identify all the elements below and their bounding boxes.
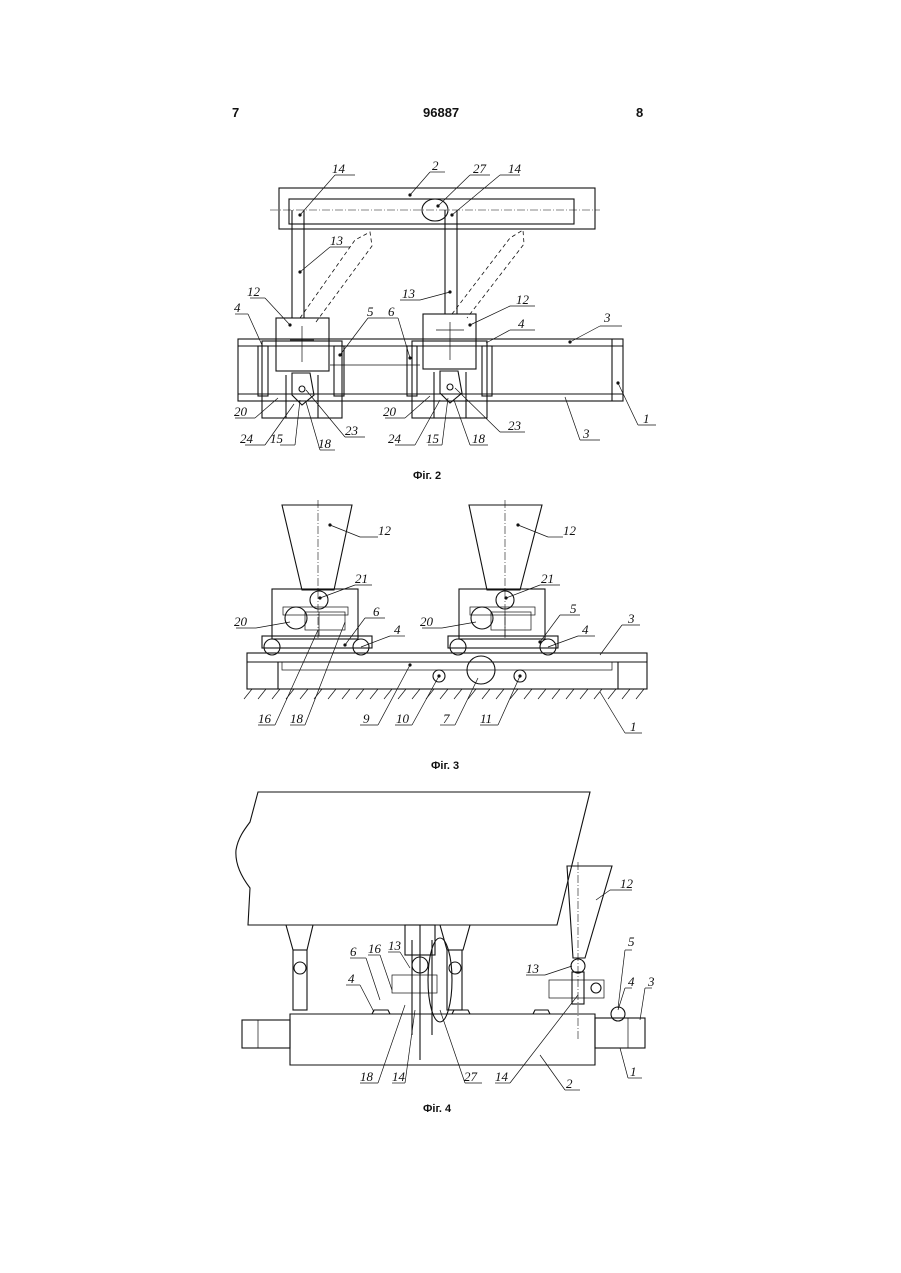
fig4-label-2: 2	[566, 1076, 573, 1091]
fig4-label-4a: 4	[348, 971, 355, 986]
fig4-label-14a: 14	[392, 1069, 406, 1084]
fig2-label-18b: 18	[472, 431, 486, 446]
fig2-label-27: 27	[473, 161, 487, 176]
fig2-label-24a: 24	[240, 431, 254, 446]
fig3-label-10: 10	[396, 711, 410, 726]
figure-4-caption: Фіг. 4	[423, 1103, 451, 1115]
fig2-label-20b: 20	[383, 404, 397, 419]
fig4-label-27: 27	[464, 1069, 478, 1084]
fig3-label-1: 1	[630, 719, 637, 734]
figure-2-drawing	[235, 172, 656, 450]
fig3-label-21b: 21	[541, 571, 554, 586]
fig2-label-4a: 4	[234, 300, 241, 315]
fig3-label-5: 5	[570, 601, 577, 616]
fig2-label-3b: 3	[582, 426, 590, 441]
fig3-label-7: 7	[443, 711, 450, 726]
fig2-label-5: 5	[367, 304, 374, 319]
fig2-label-18a: 18	[318, 436, 332, 451]
fig2-label-13b: 13	[402, 286, 416, 301]
fig2-label-15b: 15	[426, 431, 440, 446]
fig2-label-2: 2	[432, 158, 439, 173]
fig4-label-12: 12	[620, 876, 634, 891]
fig3-label-4b: 4	[582, 622, 589, 637]
fig2-label-24b: 24	[388, 431, 402, 446]
fig3-label-12a: 12	[378, 523, 392, 538]
fig2-label-3a: 3	[603, 310, 611, 325]
fig3-label-11: 11	[480, 711, 492, 726]
fig3-label-9: 9	[363, 711, 370, 726]
fig2-label-20a: 20	[234, 404, 248, 419]
figure-2-caption: Фіг. 2	[413, 470, 441, 482]
fig3-label-16: 16	[258, 711, 272, 726]
fig4-label-1: 1	[630, 1064, 637, 1079]
fig3-label-18: 18	[290, 711, 304, 726]
figure-3-caption: Фіг. 3	[431, 760, 459, 772]
fig3-label-21a: 21	[355, 571, 368, 586]
figure-4-drawing	[236, 792, 652, 1090]
fig4-label-4b: 4	[628, 974, 635, 989]
fig3-label-6: 6	[373, 604, 380, 619]
fig2-label-12b: 12	[516, 292, 530, 307]
fig2-label-23a: 23	[345, 423, 359, 438]
fig2-label-15a: 15	[270, 431, 284, 446]
fig2-label-6: 6	[388, 304, 395, 319]
fig2-label-12a: 12	[247, 284, 261, 299]
fig4-label-16: 16	[368, 941, 382, 956]
fig2-label-13a: 13	[330, 233, 344, 248]
fig4-label-6: 6	[350, 944, 357, 959]
fig3-label-20b: 20	[420, 614, 434, 629]
fig4-label-14b: 14	[495, 1069, 509, 1084]
fig4-label-5: 5	[628, 934, 635, 949]
fig2-label-23b: 23	[508, 418, 522, 433]
fig3-label-12b: 12	[563, 523, 577, 538]
fig2-label-1: 1	[643, 411, 650, 426]
fig3-label-20a: 20	[234, 614, 248, 629]
fig3-label-3: 3	[627, 611, 635, 626]
fig4-label-3: 3	[647, 974, 655, 989]
figure-3-drawing	[236, 500, 647, 733]
fig2-label-4b: 4	[518, 316, 525, 331]
fig2-label-14b: 14	[508, 161, 522, 176]
fig4-label-18: 18	[360, 1069, 374, 1084]
fig4-label-13a: 13	[388, 938, 402, 953]
fig3-label-4a: 4	[394, 622, 401, 637]
fig2-label-14a: 14	[332, 161, 346, 176]
fig4-label-13b: 13	[526, 961, 540, 976]
